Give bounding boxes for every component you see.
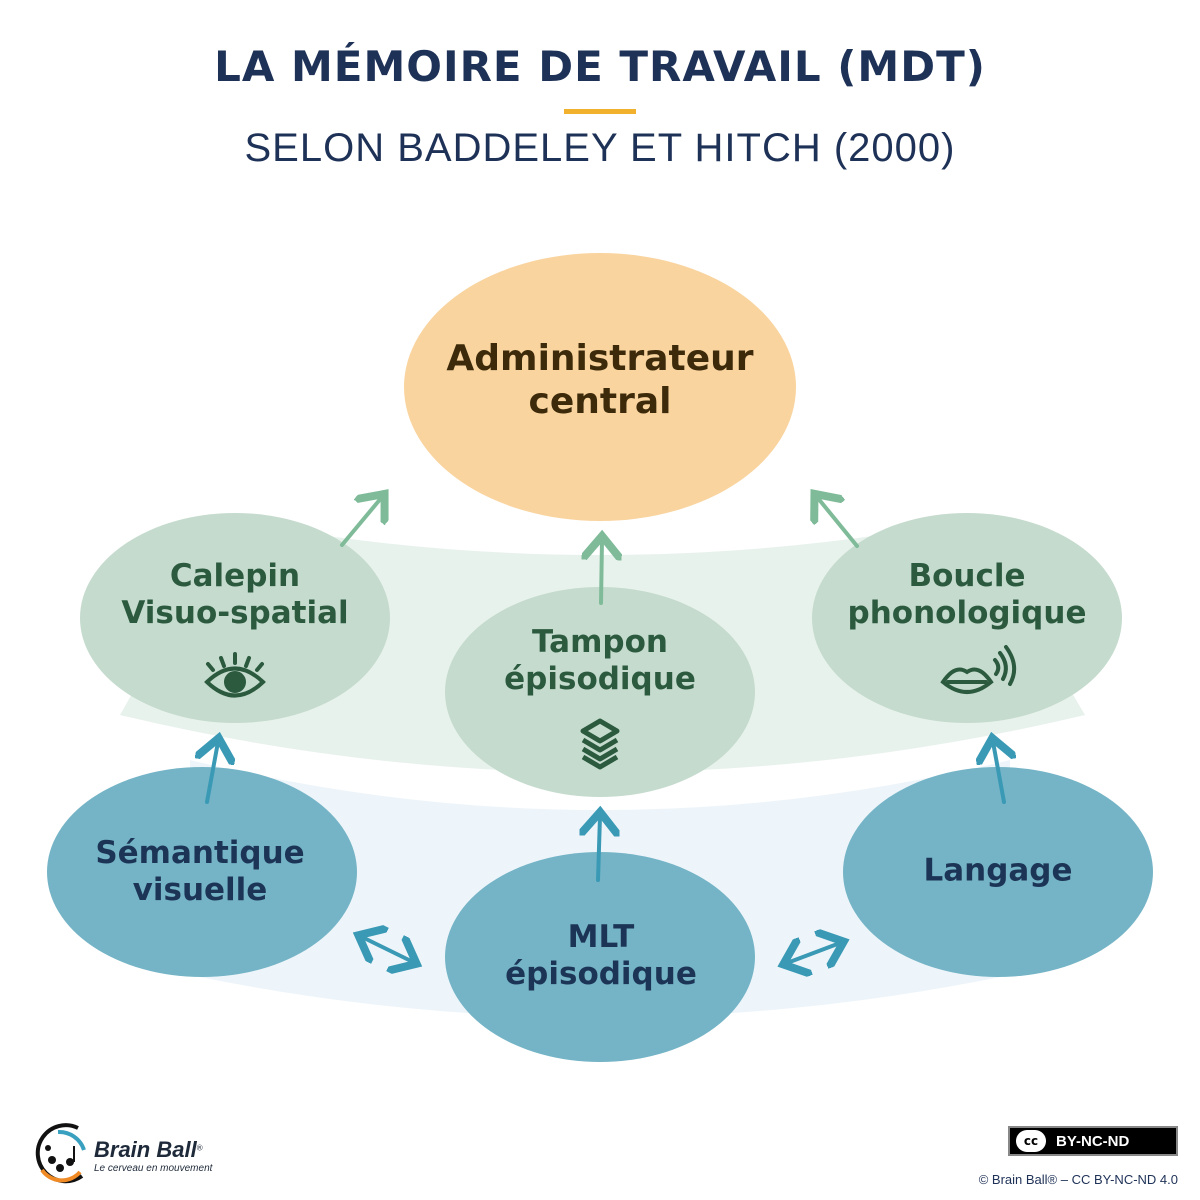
page-title: LA MÉMOIRE DE TRAVAIL (MDT) bbox=[214, 42, 986, 91]
brain-ball-logo-icon bbox=[35, 1123, 86, 1184]
arrow-calepin-admin bbox=[340, 497, 382, 547]
label-langage: Langage bbox=[923, 852, 1073, 889]
page-subtitle: SELON BADDELEY ET HITCH (2000) bbox=[244, 126, 956, 170]
arrow-semantique-mlt bbox=[362, 937, 413, 962]
copyright: © Brain Ball® – CC BY-NC-ND 4.0 bbox=[978, 1172, 1178, 1187]
license-badge: cc BY-NC-ND bbox=[1008, 1126, 1178, 1156]
lips-sound-icon bbox=[940, 645, 1017, 694]
arrow-boucle-admin bbox=[817, 497, 859, 548]
node-calepin bbox=[80, 513, 390, 723]
arrow-mlt-langage bbox=[787, 943, 840, 963]
title-divider bbox=[564, 109, 636, 114]
arrow-mlt-tampon bbox=[598, 816, 600, 882]
node-mlt bbox=[445, 852, 755, 1062]
arrow-semantique-calepin bbox=[207, 742, 218, 804]
arrow-langage-boucle bbox=[993, 742, 1004, 804]
eye-icon bbox=[204, 652, 266, 698]
node-tampon bbox=[445, 587, 755, 797]
node-boucle bbox=[812, 513, 1122, 723]
arrow-tampon-admin bbox=[601, 540, 602, 605]
node-admin bbox=[404, 253, 796, 521]
brand-logo: Brain Ball® Le cerveau en mouvement bbox=[94, 1137, 213, 1174]
layers-icon bbox=[580, 718, 620, 770]
node-langage bbox=[843, 767, 1153, 977]
node-semantique bbox=[47, 767, 357, 977]
